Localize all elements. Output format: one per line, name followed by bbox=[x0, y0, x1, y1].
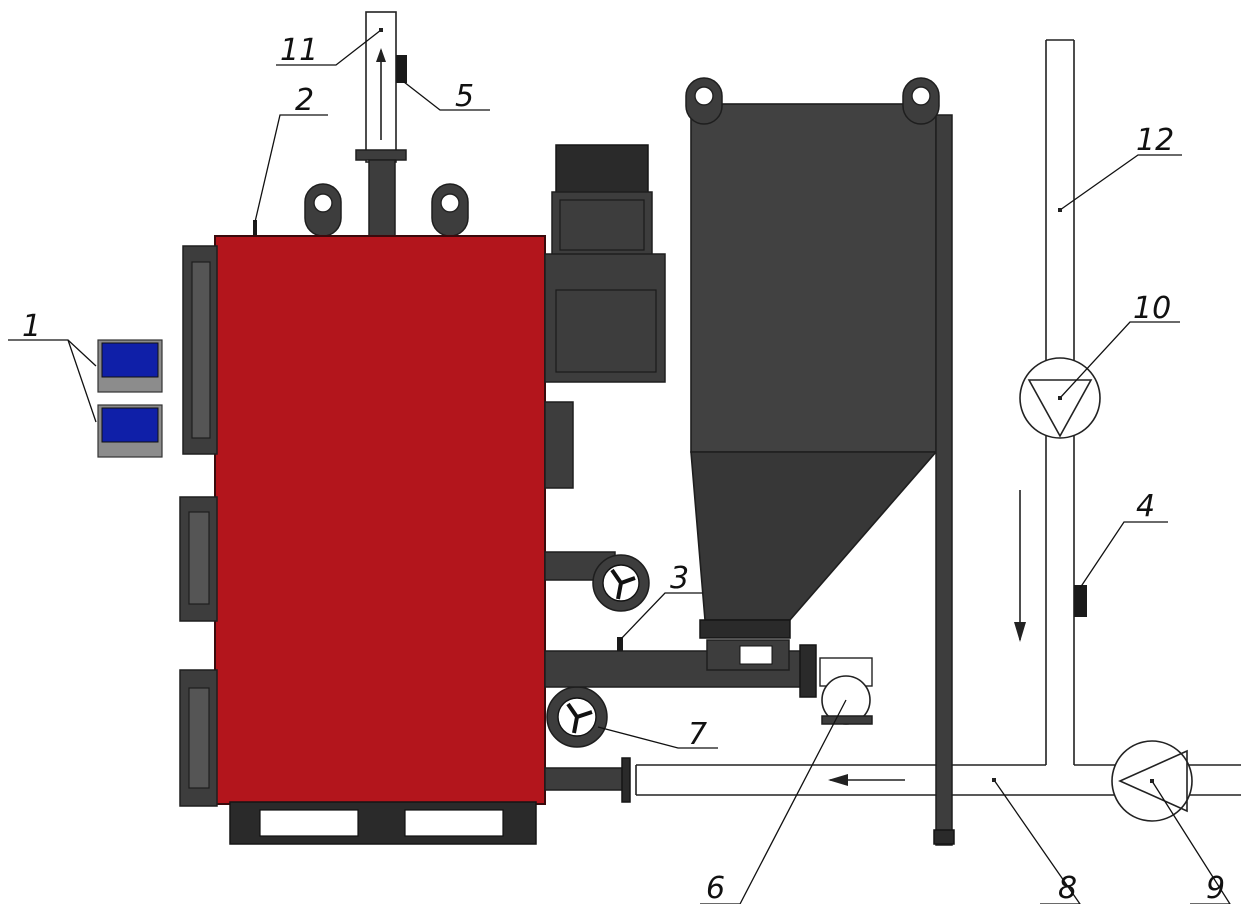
callout-10: 10 bbox=[1133, 291, 1171, 326]
return-nozzle bbox=[544, 757, 631, 803]
fuel-hopper bbox=[685, 77, 955, 846]
callout-4: 4 bbox=[1136, 489, 1155, 524]
callout-1: 1 bbox=[22, 309, 41, 344]
boiler-base bbox=[229, 801, 537, 845]
boiler-door-upper bbox=[182, 245, 218, 455]
boiler-body bbox=[214, 235, 546, 805]
callout-labels: 1 2 3 4 5 6 7 8 9 10 11 12 bbox=[22, 33, 1225, 904]
callout-11: 11 bbox=[280, 33, 318, 68]
blower-housing bbox=[544, 144, 666, 383]
boiler-door-lower bbox=[179, 669, 218, 807]
fan-lower-7 bbox=[546, 686, 608, 748]
callout-5: 5 bbox=[455, 79, 474, 114]
callout-7: 7 bbox=[688, 717, 707, 752]
callout-8: 8 bbox=[1058, 871, 1077, 904]
flue-sensor-5 bbox=[396, 55, 407, 83]
lifting-eye-right bbox=[431, 183, 469, 237]
flow-arrow-down bbox=[1014, 490, 1026, 642]
boiler-door-middle bbox=[179, 496, 218, 622]
chimney-flue bbox=[355, 11, 407, 237]
sensor-points bbox=[379, 28, 1154, 783]
side-flange bbox=[544, 401, 574, 489]
callout-2: 2 bbox=[295, 83, 314, 118]
feeder-auger bbox=[544, 637, 817, 698]
controller-upper bbox=[97, 339, 163, 393]
fan-upper bbox=[544, 551, 650, 612]
callout-12: 12 bbox=[1136, 123, 1174, 158]
callout-9: 9 bbox=[1206, 871, 1225, 904]
temperature-sensor-4 bbox=[1074, 585, 1087, 617]
callout-6: 6 bbox=[706, 871, 725, 904]
callout-3: 3 bbox=[670, 561, 689, 596]
controller-lower bbox=[97, 404, 163, 458]
leader-lines bbox=[8, 29, 1231, 904]
hopper-lifting-eye-left bbox=[685, 77, 723, 125]
flow-arrow-left bbox=[828, 774, 905, 786]
lifting-eye-left bbox=[304, 183, 342, 237]
auger-motor-6 bbox=[819, 657, 873, 725]
boiler-sensor-2 bbox=[253, 220, 257, 236]
hopper-lifting-eye-right bbox=[902, 77, 940, 125]
